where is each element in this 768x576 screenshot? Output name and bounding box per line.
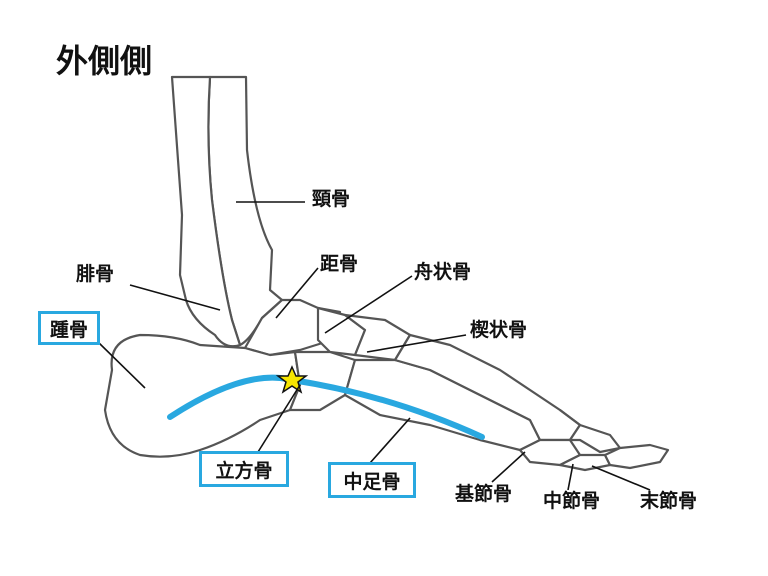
cuboid-leader (257, 384, 301, 453)
proximal-phalanx-bone (559, 409, 622, 454)
label-cuboid: 立方骨 (199, 451, 289, 487)
diagram-title: 外側側 (56, 42, 153, 80)
label-fibula: 腓骨 (76, 263, 115, 285)
label-talus: 距骨 (320, 253, 359, 275)
distal-phalanx-bone (603, 443, 670, 470)
fibula-leader (129, 284, 221, 311)
cuboid-bone (288, 350, 357, 412)
label-metatarsal: 中足骨 (328, 462, 416, 498)
label-middle-phalanx: 中節骨 (543, 490, 601, 512)
label-navicular: 舟状骨 (414, 261, 472, 283)
metatarsal-leader (369, 417, 411, 464)
label-tibia: 頸骨 (312, 188, 351, 210)
cuneiform-leader (366, 334, 467, 353)
label-distal-phalanx: 末節骨 (640, 490, 698, 512)
navicular-leader (324, 275, 413, 334)
proximal-phalanx-leader (491, 451, 526, 483)
label-cuneiform: 楔状骨 (470, 319, 528, 341)
label-proximal-phalanx: 基節骨 (455, 483, 513, 505)
middle-phalanx-leader (567, 463, 574, 491)
distal-phalanx-leader (591, 465, 651, 491)
fibula-bone (170, 75, 242, 348)
label-calcaneus: 踵骨 (38, 311, 100, 345)
talus-leader (275, 267, 319, 319)
calcaneus-leader (97, 341, 146, 389)
